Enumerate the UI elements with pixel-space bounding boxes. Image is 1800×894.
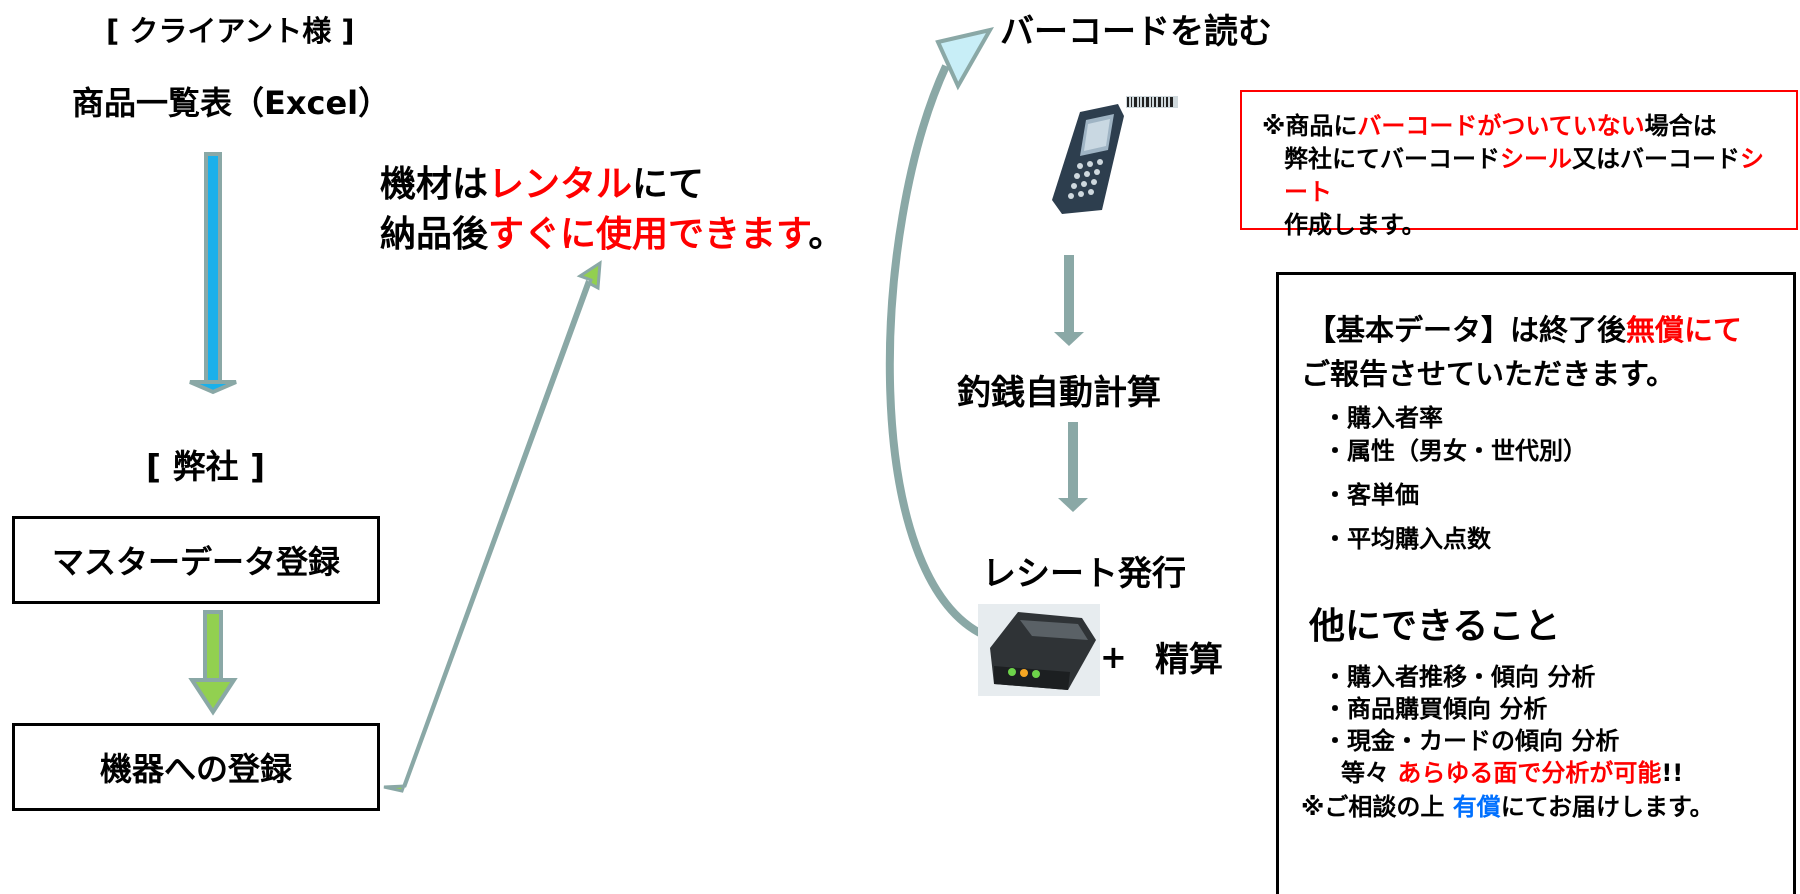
note-line-2: 弊社にてバーコードシール又はバーコードシート xyxy=(1262,143,1780,209)
client-label: [ クライアント様 ] xyxy=(106,14,355,48)
basic-data-box: 【基本データ】は終了後無償にて ご報告させていただきます。 ・購入者率 ・属性（… xyxy=(1276,272,1796,894)
note-l1-a: ※商品に xyxy=(1262,112,1358,140)
consult-c: にてお届けします。 xyxy=(1500,793,1714,821)
other-item: ・購入者推移・傾向 分析 xyxy=(1323,663,1596,691)
consult-a: ※ご相談の上 xyxy=(1301,793,1453,821)
rental-line1-b: レンタル xyxy=(488,164,633,205)
data-item: ・購入者率 xyxy=(1323,404,1443,432)
excel-title: 商品一覧表（Excel） xyxy=(72,84,391,122)
other-capabilities-title: 他にできること xyxy=(1309,606,1561,647)
master-data-label: マスターデータ登録 xyxy=(51,543,340,581)
arrow-master-to-device xyxy=(188,610,238,716)
receipt-issue-label: レシート発行 xyxy=(982,554,1186,594)
note-l2-b: シール xyxy=(1500,145,1572,173)
receipt-printer-icon xyxy=(978,604,1100,696)
change-calc-label: 釣銭自動計算 xyxy=(957,373,1161,413)
etc-a: 等々 xyxy=(1341,759,1398,787)
note-l1-b: バーコードがついていない xyxy=(1357,112,1645,140)
device-registration-box: 機器への登録 xyxy=(12,723,380,811)
consult-line: ※ご相談の上 有償にてお届けします。 xyxy=(1301,787,1714,822)
arrow-receipt-to-barcode xyxy=(885,27,995,640)
arrow-device-to-rental xyxy=(383,260,602,793)
note-l2-c: 又はバーコード xyxy=(1572,145,1740,173)
consult-b: 有償 xyxy=(1452,793,1501,821)
master-data-box: マスターデータ登録 xyxy=(12,516,380,604)
rental-line2-c: 。 xyxy=(808,214,845,255)
etc-line: 等々 あらゆる面で分析が可能!! xyxy=(1341,753,1683,788)
other-item: ・商品購買傾向 分析 xyxy=(1323,695,1548,723)
data-item: ・属性（男女・世代別） xyxy=(1323,437,1587,465)
rental-line2-a: 納品後 xyxy=(380,214,489,255)
etc-b: あらゆる面で分析が可能 xyxy=(1397,759,1662,787)
barcode-read-label: バーコードを読む xyxy=(1000,12,1272,52)
other-item: ・現金・カードの傾向 分析 xyxy=(1323,727,1620,755)
basic-a: 【基本データ】は終了後 xyxy=(1307,313,1627,347)
settlement-label: 精算 xyxy=(1155,640,1223,680)
note-l1-c: 場合は xyxy=(1644,112,1717,140)
note-line-3: 作成します。 xyxy=(1284,211,1426,239)
basic-data-line-2: ご報告させていただきます。 xyxy=(1301,357,1676,391)
barcode-note-box: ※商品にバーコードがついていない場合は 弊社にてバーコードシール又はバーコードシ… xyxy=(1240,90,1798,239)
data-item: ・客単価 xyxy=(1323,481,1419,509)
plus-sign: + xyxy=(1100,638,1127,676)
rental-line2-b: すぐに使用できます xyxy=(488,214,809,255)
arrow-excel-to-company xyxy=(189,152,237,395)
basic-data-line-1: 【基本データ】は終了後無償にて xyxy=(1307,307,1742,349)
note-line-1: ※商品にバーコードがついていない場合は xyxy=(1262,110,1780,143)
arrow-calc-to-receipt xyxy=(1058,422,1088,512)
rental-line1-a: 機材は xyxy=(380,164,489,205)
note-l2-a: 弊社にてバーコード xyxy=(1284,145,1500,173)
rental-line-1: 機材はレンタルにて xyxy=(380,160,844,210)
barcode-scanner-icon xyxy=(1052,96,1178,214)
etc-c: !! xyxy=(1661,759,1684,787)
device-registration-label: 機器への登録 xyxy=(99,750,292,788)
basic-b: 無償にて xyxy=(1626,313,1743,347)
rental-line1-c: にて xyxy=(632,164,705,205)
data-item: ・平均購入点数 xyxy=(1323,525,1491,553)
company-label: [ 弊社 ] xyxy=(146,447,266,486)
rental-text: 機材はレンタルにて 納品後すぐに使用できます。 xyxy=(380,160,844,260)
rental-line-2: 納品後すぐに使用できます。 xyxy=(380,210,844,260)
note-l2-d: シート xyxy=(1284,145,1764,206)
arrow-scanner-to-calc xyxy=(1054,255,1084,346)
